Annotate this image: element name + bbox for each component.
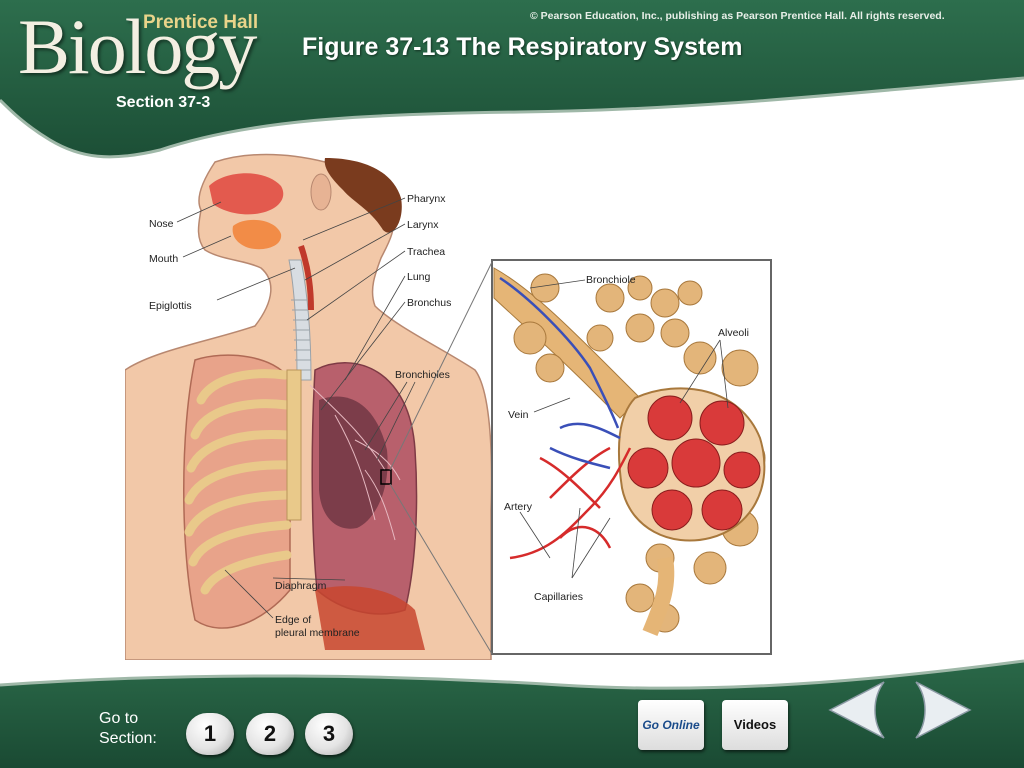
section-3-button[interactable]: 3: [305, 713, 353, 755]
section-label: Section 37-3: [116, 94, 211, 111]
respiratory-system-figure: Nose Mouth Epiglottis Pharynx Larynx Tra…: [125, 153, 493, 660]
label-pleural-membrane: pleural membrane: [275, 627, 360, 639]
next-arrow-icon[interactable]: [912, 680, 974, 740]
label-lung: Lung: [407, 271, 431, 283]
section-2-button[interactable]: 2: [246, 713, 294, 755]
label-alveoli: Alveoli: [718, 327, 749, 339]
label-nose: Nose: [149, 218, 174, 230]
figure-title: Figure 37-13 The Respiratory System: [302, 33, 743, 61]
label-pharynx: Pharynx: [407, 193, 446, 205]
prentice-hall-label: Prentice Hall: [143, 12, 259, 33]
header-band: [0, 0, 1024, 159]
label-mouth: Mouth: [149, 253, 178, 265]
inset-connector: [389, 261, 493, 655]
videos-button[interactable]: Videos: [722, 700, 788, 750]
label-bronchiole: Bronchiole: [586, 274, 636, 286]
goto-line-1: Go to: [99, 710, 139, 727]
section-1-button[interactable]: 1: [186, 713, 234, 755]
alveoli-inset: Bronchiole Alveoli Vein Artery Capillari…: [491, 259, 772, 655]
label-artery: Artery: [504, 501, 533, 513]
biology-logo: Biology: [18, 3, 257, 90]
label-edge-of: Edge of: [275, 614, 311, 626]
label-larynx: Larynx: [407, 219, 439, 231]
previous-arrow-icon[interactable]: [826, 680, 888, 740]
goto-line-2: Section:: [99, 730, 157, 747]
label-vein: Vein: [508, 409, 529, 421]
label-bronchus: Bronchus: [407, 297, 451, 309]
go-online-button[interactable]: Go Online: [638, 700, 704, 750]
label-bronchioles: Bronchioles: [395, 369, 450, 381]
label-capillaries: Capillaries: [534, 591, 583, 603]
label-diaphragm: Diaphragm: [275, 580, 327, 592]
copyright-notice: © Pearson Education, Inc., publishing as…: [530, 10, 945, 22]
goto-section-label: Go to Section:: [99, 709, 157, 749]
label-epiglottis: Epiglottis: [149, 300, 192, 312]
label-trachea: Trachea: [407, 246, 445, 258]
